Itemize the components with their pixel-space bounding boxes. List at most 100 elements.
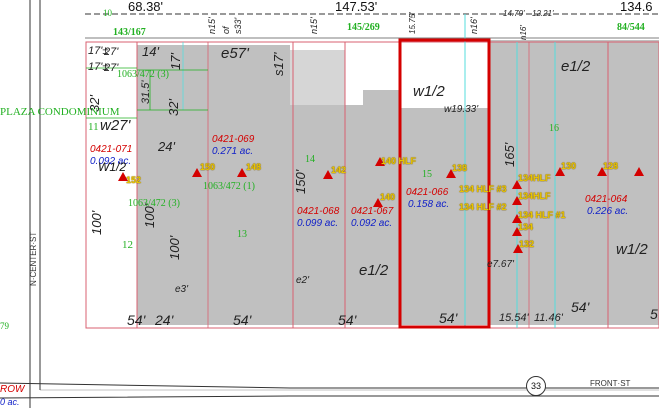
top-green-84-544: 84/544: [617, 22, 645, 33]
address-label: 128: [603, 161, 619, 171]
street-label-front: FRONT·ST: [590, 379, 631, 388]
bottom-dim-5: 54': [439, 310, 458, 326]
address-point-marker-icon[interactable]: [192, 168, 202, 177]
dim-s17: s17': [271, 52, 286, 76]
address-point-marker-icon[interactable]: [512, 180, 522, 189]
top-12-21: 12.21': [532, 9, 554, 18]
parcel-id-0421-067[interactable]: 0421-067: [351, 206, 394, 217]
green-1063-472-3-bottom: 1063/472 (3): [128, 198, 180, 209]
address-label: 134HLF: [518, 173, 551, 183]
address-point-marker-icon[interactable]: [513, 244, 523, 253]
bottom-dim-4: 54': [338, 312, 357, 328]
green-1063-472-1: 1063/472 (1): [203, 181, 255, 192]
green-12: 12: [122, 239, 133, 251]
green-11: 11: [88, 121, 99, 133]
address-point-marker-icon[interactable]: [512, 214, 522, 223]
dim-w1-2-top: w1/2: [413, 83, 445, 100]
address-point-marker-icon[interactable]: [237, 168, 247, 177]
parcel-acres-0421-069: 0.271 ac.: [212, 146, 254, 157]
address-label: 142: [331, 165, 347, 175]
parcel-id-0421-066[interactable]: 0421-066: [406, 187, 449, 198]
address-point-marker-icon[interactable]: [446, 169, 456, 178]
dim-150: 150': [293, 169, 308, 194]
bottom-dim-3: 54': [233, 312, 252, 328]
address-point-marker-icon[interactable]: [634, 167, 644, 176]
green-1063-472-3-top: 1063/472 (3): [117, 69, 169, 80]
edge-label-79: 79: [0, 321, 9, 331]
parcel-acres-0421-071: 0.092 ac.: [90, 156, 132, 167]
parcel-id-0421-069[interactable]: 0421-069: [212, 134, 255, 145]
top-dim-3: 134.6: [620, 0, 653, 14]
bottom-dim-9: 5: [650, 306, 658, 322]
route-shield-icon: 33: [526, 376, 546, 396]
dim-e3: e3': [175, 284, 189, 295]
address-point-marker-icon[interactable]: [512, 227, 522, 236]
gray-lot-fill: [137, 40, 659, 325]
top-s33: s33': [233, 17, 243, 34]
parcel-acres-0421-067: 0.092 ac.: [351, 218, 393, 229]
green-14: 14: [305, 154, 315, 165]
dim-24: 24': [158, 139, 175, 154]
dim-32-a: 32': [87, 95, 102, 112]
bottom-dim-6: 15.54': [499, 312, 529, 324]
parcel-id-0421-068[interactable]: 0421-068: [297, 206, 340, 217]
selected-parcel-outline: [398, 38, 491, 329]
top-of: of: [221, 26, 231, 34]
address-point-marker-icon[interactable]: [555, 167, 565, 176]
parcel-id-0421-064[interactable]: 0421-064: [585, 194, 628, 205]
dim-e57: e57': [221, 45, 249, 62]
address-label: 130: [561, 161, 577, 171]
dim-w1-2-left: W1/2: [98, 160, 127, 174]
bottom-dim-7: 11.46': [534, 312, 563, 324]
parcel-id-0421-071[interactable]: 0421-071: [90, 144, 133, 155]
dim-e7-67: e7.67': [487, 259, 514, 270]
top-green-143-167: 143/167: [113, 27, 146, 38]
plaza-condominium-label: PLAZA CONDOMINIUM: [0, 106, 120, 118]
dim-27-a: 27': [104, 46, 119, 58]
address-point-marker-icon[interactable]: [323, 170, 333, 179]
dim-17-b: 17'±: [88, 61, 109, 73]
address-label: 152: [126, 175, 142, 185]
dim-165: 165': [502, 142, 517, 167]
address-point-marker-icon[interactable]: [597, 167, 607, 176]
edge-label-acres: 0 ac.: [0, 397, 20, 407]
top-n16-b: n16': [519, 25, 528, 40]
bottom-dim-1: 54': [127, 312, 146, 328]
address-label: 132: [519, 239, 535, 249]
address-label: 140: [380, 192, 396, 202]
dim-14: 14': [142, 44, 159, 59]
bottom-dim-2: 24': [155, 312, 174, 328]
top-n15-a: n15': [207, 17, 217, 34]
address-label: 134 HLF #1: [518, 210, 566, 220]
top-n16-a: n16': [469, 17, 479, 34]
top-dim-2: 147.53': [335, 0, 378, 14]
dim-27-b: 27': [104, 62, 119, 74]
address-point-marker-icon[interactable]: [118, 172, 128, 181]
address-label: 138: [452, 163, 468, 173]
top-dim-1: 68.38': [128, 0, 164, 14]
green-16: 16: [549, 123, 559, 134]
address-point-marker-icon[interactable]: [512, 196, 522, 205]
address-point-marker-icon[interactable]: [373, 198, 383, 207]
dim-17-a: 17'±: [88, 45, 109, 57]
dim-100-a: 100': [89, 210, 104, 235]
address-label: 134 HLF #2: [459, 202, 507, 212]
route-number: 33: [530, 381, 541, 391]
address-point-marker-icon[interactable]: [375, 157, 385, 166]
bottom-dim-8: 54': [571, 299, 590, 315]
address-label: 150: [200, 162, 216, 172]
dim-w27: w27': [100, 117, 131, 134]
top-green-145-269: 145/269: [347, 22, 380, 33]
street-label-n-center: N·CENTER·ST: [29, 231, 38, 286]
parcel-acres-0421-068: 0.099 ac.: [297, 218, 339, 229]
dim-100-c: 100': [167, 235, 182, 260]
green-13: 13: [237, 229, 247, 240]
parcel-acres-0421-064: 0.226 ac.: [587, 206, 629, 217]
dim-31-5: 31.5': [140, 80, 152, 104]
dim-w1-2-right: w1/2: [616, 241, 648, 258]
dim-32-b: 32': [166, 99, 181, 116]
address-label: 134 HLF #3: [459, 184, 507, 194]
dim-e1-2-right: e1/2: [561, 58, 591, 75]
